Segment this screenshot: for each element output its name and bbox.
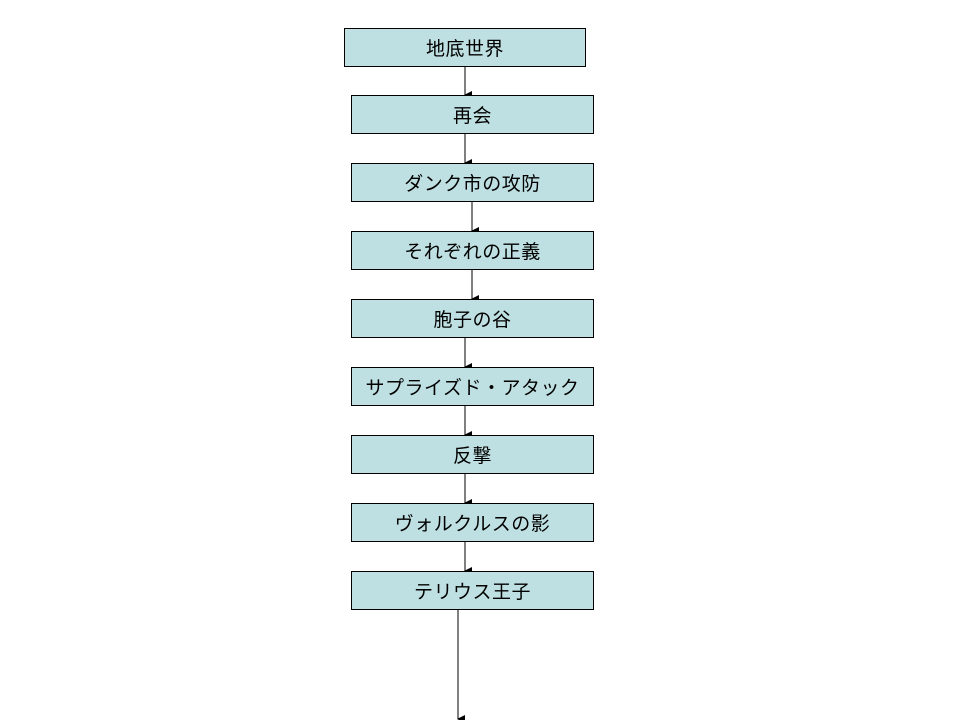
flow-node-4: それぞれの正義: [351, 231, 594, 270]
flow-node-5: 胞子の谷: [351, 299, 594, 338]
flow-node-6: サプライズド・アタック: [351, 367, 594, 406]
flow-node-3: ダンク市の攻防: [351, 163, 594, 202]
flow-node-8: ヴォルクルスの影: [351, 503, 594, 542]
flow-node-7: 反撃: [351, 435, 594, 474]
flow-node-9: テリウス王子: [351, 571, 594, 610]
flow-node-2: 再会: [351, 95, 594, 134]
flow-node-1: 地底世界: [344, 28, 586, 67]
